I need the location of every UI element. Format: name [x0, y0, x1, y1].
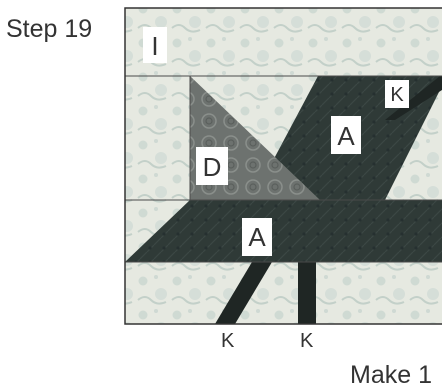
leg-label-right: K: [300, 330, 313, 352]
svg-text:A: A: [337, 121, 355, 151]
leg-right: [298, 262, 316, 324]
svg-text:D: D: [203, 152, 222, 182]
make-count-label: Make 1: [350, 360, 432, 390]
patch-label-A-top: A: [331, 116, 361, 154]
patch-label-D: D: [196, 147, 228, 185]
patch-label-I: I: [143, 27, 167, 63]
svg-text:K: K: [390, 84, 404, 106]
patch-label-K-top: K: [385, 80, 409, 108]
patch-label-A-bottom: A: [242, 218, 272, 256]
svg-text:I: I: [151, 31, 158, 61]
svg-text:A: A: [248, 222, 266, 252]
leg-label-left: K: [221, 330, 234, 352]
